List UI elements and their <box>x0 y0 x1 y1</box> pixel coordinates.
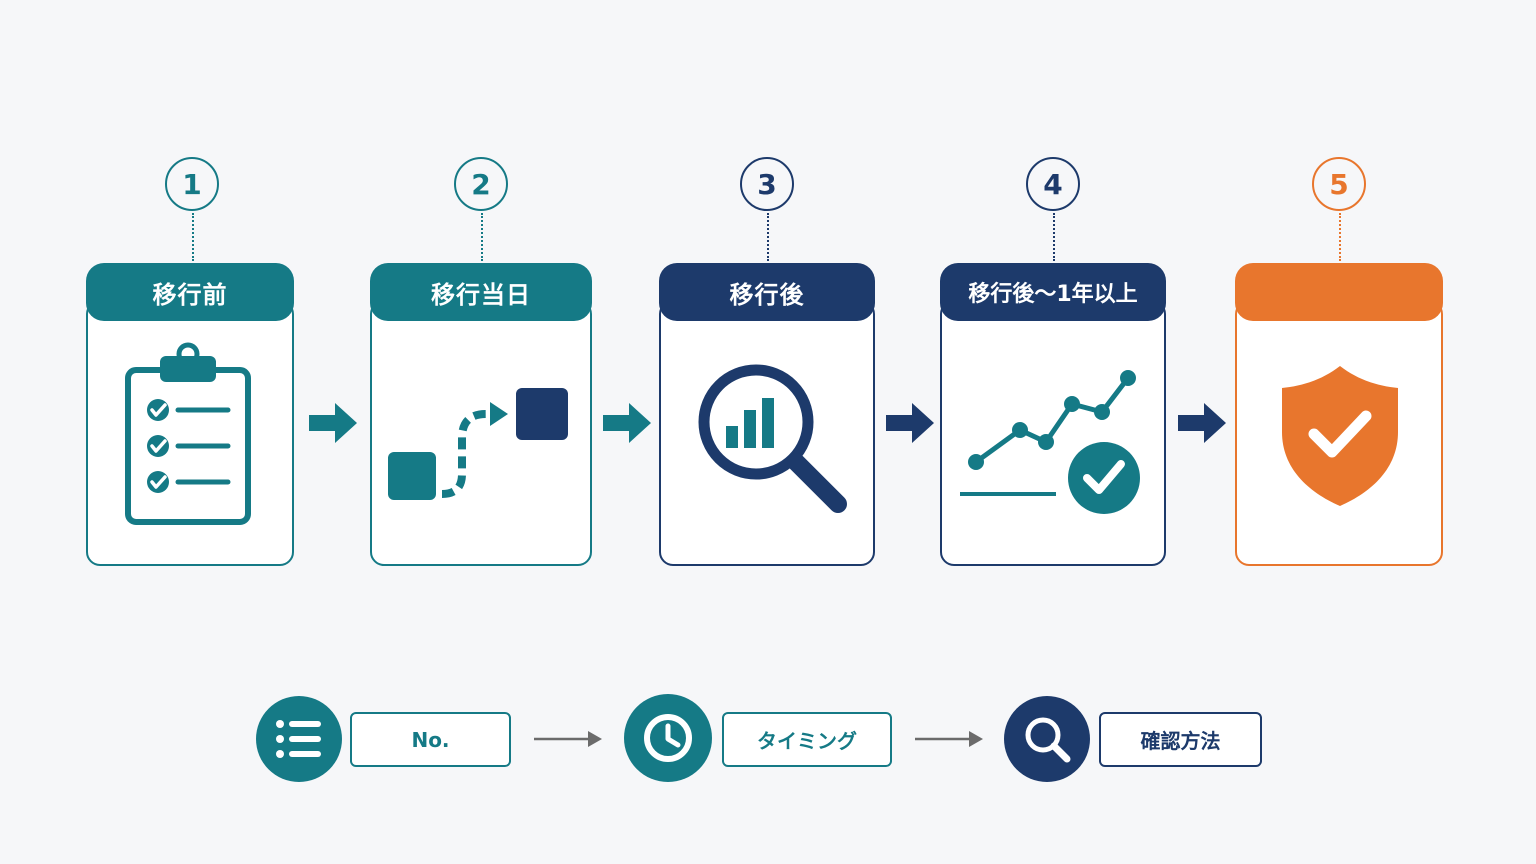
arrow-right-icon <box>603 403 651 443</box>
legend-label-no: No. <box>350 712 511 767</box>
step-connector <box>481 213 483 261</box>
legend-label-text: No. <box>411 727 450 752</box>
step-number-text: 5 <box>1329 167 1349 201</box>
clipboard-checklist-icon <box>125 342 251 525</box>
step-title: 移行後 <box>729 280 805 309</box>
arrow-right-icon <box>534 731 602 747</box>
step-connector <box>1339 213 1341 261</box>
step-title: 移行後〜1年以上 <box>968 282 1138 307</box>
step-number-3: 3 <box>740 157 794 211</box>
step-connector <box>767 213 769 261</box>
step-number-text: 3 <box>757 167 777 201</box>
arrow-right-icon <box>915 731 983 747</box>
legend-clock-circle <box>624 694 712 782</box>
search-icon <box>1025 717 1071 763</box>
step-header-5 <box>1235 263 1443 321</box>
legend-label-text: 確認方法 <box>1140 729 1221 753</box>
legend-search-circle <box>1004 696 1090 782</box>
step-connector <box>192 213 194 261</box>
step-header-4: 移行後〜1年以上 <box>940 263 1166 321</box>
step-number-1: 1 <box>165 157 219 211</box>
trend-line-check-icon <box>960 370 1140 514</box>
step-number-text: 1 <box>182 167 202 201</box>
step-header-2: 移行当日 <box>370 263 592 321</box>
step-header-1: 移行前 <box>86 263 294 321</box>
list-icon <box>276 720 321 758</box>
legend-label-method: 確認方法 <box>1099 712 1262 767</box>
legend-label-timing: タイミング <box>722 712 892 767</box>
magnifier-chart-icon <box>698 364 847 513</box>
step-title: 移行前 <box>152 280 228 309</box>
shield-check-icon <box>1282 366 1398 506</box>
step-number-text: 4 <box>1043 167 1063 201</box>
step-number-4: 4 <box>1026 157 1080 211</box>
step-connector <box>1053 213 1055 261</box>
clock-icon <box>644 714 692 762</box>
arrow-right-icon <box>886 403 934 443</box>
arrow-right-icon <box>1178 403 1226 443</box>
step-number-2: 2 <box>454 157 508 211</box>
step-number-5: 5 <box>1312 157 1366 211</box>
step-header-3: 移行後 <box>659 263 875 321</box>
migration-path-icon <box>388 388 568 500</box>
legend-list-circle <box>256 696 342 782</box>
legend-label-text: タイミング <box>757 729 857 753</box>
arrow-right-icon <box>309 403 357 443</box>
step-title: 移行当日 <box>431 280 531 309</box>
step-number-text: 2 <box>471 167 491 201</box>
